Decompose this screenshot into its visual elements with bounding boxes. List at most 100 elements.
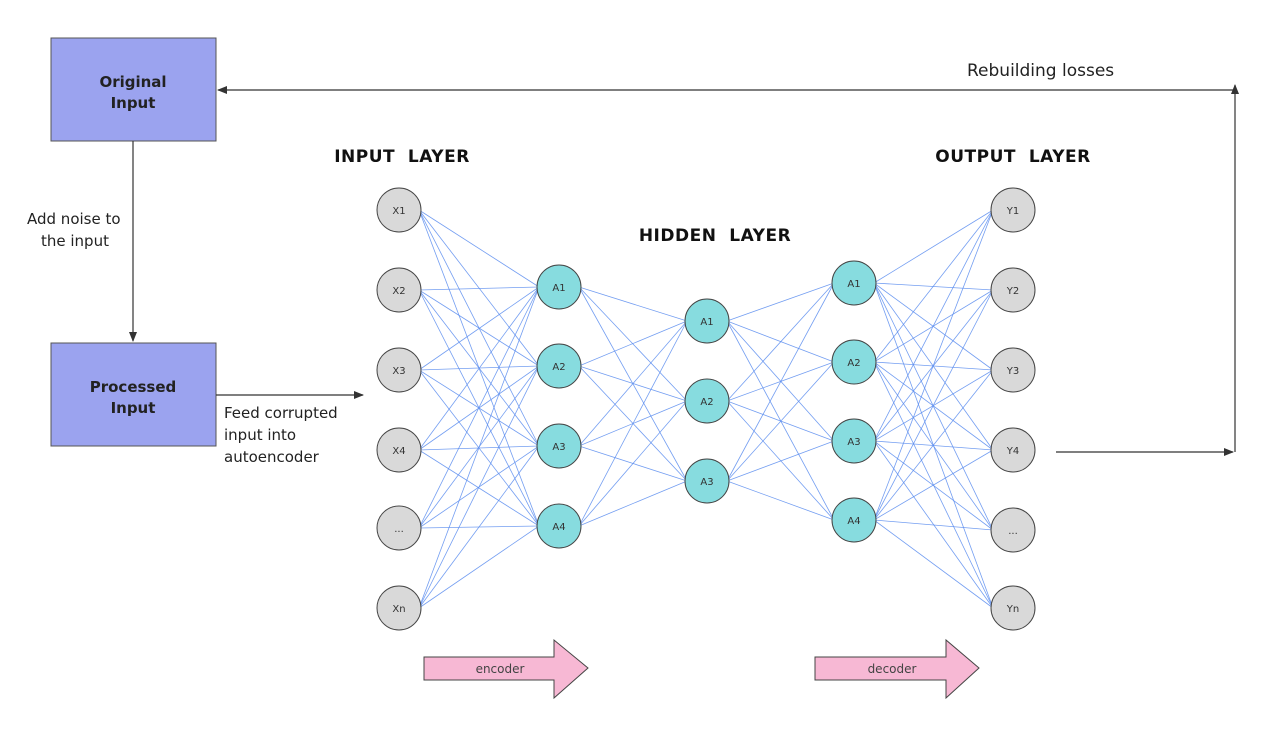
- encoder-node-circle: [536, 503, 582, 549]
- decoder-node-label: A1: [847, 279, 860, 290]
- edge-input-5-encoder-3: [418, 525, 540, 609]
- bottleneck-node-2: A3: [684, 458, 730, 504]
- add-noise-label-2: the input: [41, 232, 109, 250]
- bottleneck-node-0: A1: [684, 298, 730, 344]
- output-node-1: Y2: [990, 267, 1036, 313]
- bottleneck-node-1: A2: [684, 378, 730, 424]
- edge-encoder-1-bottleneck-0: [578, 320, 688, 367]
- output-node-label: Yn: [1006, 604, 1019, 615]
- output-node-label: Y4: [1006, 446, 1019, 457]
- input-node-circle: [376, 505, 422, 551]
- decoder-node-2: A3: [831, 418, 877, 464]
- input-node-circle: [376, 347, 422, 393]
- edge-decoder-0-output-4: [873, 282, 994, 531]
- edge-input-0-encoder-1: [418, 209, 540, 367]
- feed-label-1: Feed corrupted: [224, 404, 338, 422]
- edge-input-5-encoder-2: [418, 445, 540, 609]
- decoder-node-1: A2: [831, 339, 877, 385]
- add-noise-label-1: Add noise to: [27, 210, 121, 228]
- edge-encoder-2-bottleneck-0: [578, 320, 688, 447]
- output-node-label: Y1: [1006, 206, 1019, 217]
- input-node-label: ...: [394, 524, 404, 535]
- original-input-label-1: Original: [99, 73, 166, 91]
- edge-bottleneck-0-decoder-3: [726, 320, 835, 521]
- encoder-node-circle: [536, 264, 582, 310]
- input-node-circle: [376, 267, 422, 313]
- feed-label-3: autoencoder: [224, 448, 320, 466]
- original-input-label-2: Input: [111, 94, 156, 112]
- decoder-node-circle: [831, 339, 877, 385]
- input-node-label: X3: [392, 366, 405, 377]
- output-node-circle: [990, 585, 1036, 631]
- encoder-node-label: A2: [552, 362, 565, 373]
- edge-decoder-2-output-0: [873, 209, 994, 442]
- decoder-node-label: A2: [847, 358, 860, 369]
- input-node-circle: [376, 585, 422, 631]
- edge-input-3-encoder-3: [418, 449, 540, 527]
- edge-decoder-1-output-0: [873, 209, 994, 363]
- input-node-circle: [376, 187, 422, 233]
- encoder-node-1: A2: [536, 343, 582, 389]
- edge-input-5-encoder-1: [418, 365, 540, 609]
- processed-input-label-2: Input: [111, 399, 156, 417]
- input-node-label: X1: [392, 206, 405, 217]
- edge-input-5-encoder-0: [418, 286, 540, 609]
- edge-encoder-0-bottleneck-1: [578, 286, 688, 402]
- input-node-1: X2: [376, 267, 422, 313]
- edge-decoder-1-output-3: [873, 361, 994, 451]
- output-node-circle: [990, 187, 1036, 233]
- input-node-4: ...: [376, 505, 422, 551]
- edge-input-1-encoder-0: [418, 286, 540, 291]
- decoder-node-label: A4: [847, 516, 860, 527]
- bottleneck-node-label: A1: [700, 317, 713, 328]
- edge-input-3-encoder-0: [418, 286, 540, 451]
- bottleneck-node-circle: [684, 458, 730, 504]
- output-layer-title: OUTPUT LAYER: [935, 147, 1090, 167]
- bottleneck-node-label: A3: [700, 477, 713, 488]
- edge-encoder-3-bottleneck-2: [578, 480, 688, 527]
- edge-bottleneck-0-decoder-2: [726, 320, 835, 442]
- bottleneck-node-circle: [684, 378, 730, 424]
- edge-decoder-0-output-3: [873, 282, 994, 451]
- edge-decoder-3-output-3: [873, 449, 994, 521]
- output-node-4: ...: [990, 507, 1036, 553]
- edge-decoder-3-output-1: [873, 289, 994, 521]
- edge-input-0-encoder-0: [418, 209, 540, 288]
- edge-encoder-3-bottleneck-0: [578, 320, 688, 527]
- edge-encoder-0-bottleneck-0: [578, 286, 688, 322]
- output-node-5: Yn: [990, 585, 1036, 631]
- output-node-circle: [990, 267, 1036, 313]
- encoder-node-label: A4: [552, 522, 565, 533]
- edge-decoder-1-output-4: [873, 361, 994, 531]
- input-node-5: Xn: [376, 585, 422, 631]
- edge-bottleneck-2-decoder-1: [726, 361, 835, 482]
- edge-decoder-0-output-0: [873, 209, 994, 284]
- output-node-circle: [990, 427, 1036, 473]
- input-node-label: Xn: [392, 604, 405, 615]
- encoder-label: encoder: [476, 662, 525, 676]
- output-node-3: Y4: [990, 427, 1036, 473]
- edge-bottleneck-1-decoder-0: [726, 282, 835, 402]
- edge-decoder-3-output-5: [873, 519, 994, 609]
- edge-bottleneck-2-decoder-3: [726, 480, 835, 521]
- encoder-node-2: A3: [536, 423, 582, 469]
- original-input-box: Original Input: [50, 37, 217, 142]
- output-node-circle: [990, 347, 1036, 393]
- edge-bottleneck-0-decoder-0: [726, 282, 835, 322]
- encoder-node-label: A1: [552, 283, 565, 294]
- hidden-layer-title: HIDDEN LAYER: [639, 226, 791, 246]
- output-node-2: Y3: [990, 347, 1036, 393]
- encoder-node-3: A4: [536, 503, 582, 549]
- output-node-label: ...: [1008, 526, 1018, 537]
- edge-decoder-3-output-2: [873, 369, 994, 521]
- rebuilding-losses-label: Rebuilding losses: [967, 61, 1114, 81]
- connection-edges: [418, 209, 994, 609]
- edge-decoder-2-output-5: [873, 440, 994, 609]
- input-node-circle: [376, 427, 422, 473]
- decoder-node-0: A1: [831, 260, 877, 306]
- output-node-circle: [990, 507, 1036, 553]
- edge-input-1-encoder-1: [418, 289, 540, 367]
- edge-decoder-3-output-0: [873, 209, 994, 521]
- input-node-2: X3: [376, 347, 422, 393]
